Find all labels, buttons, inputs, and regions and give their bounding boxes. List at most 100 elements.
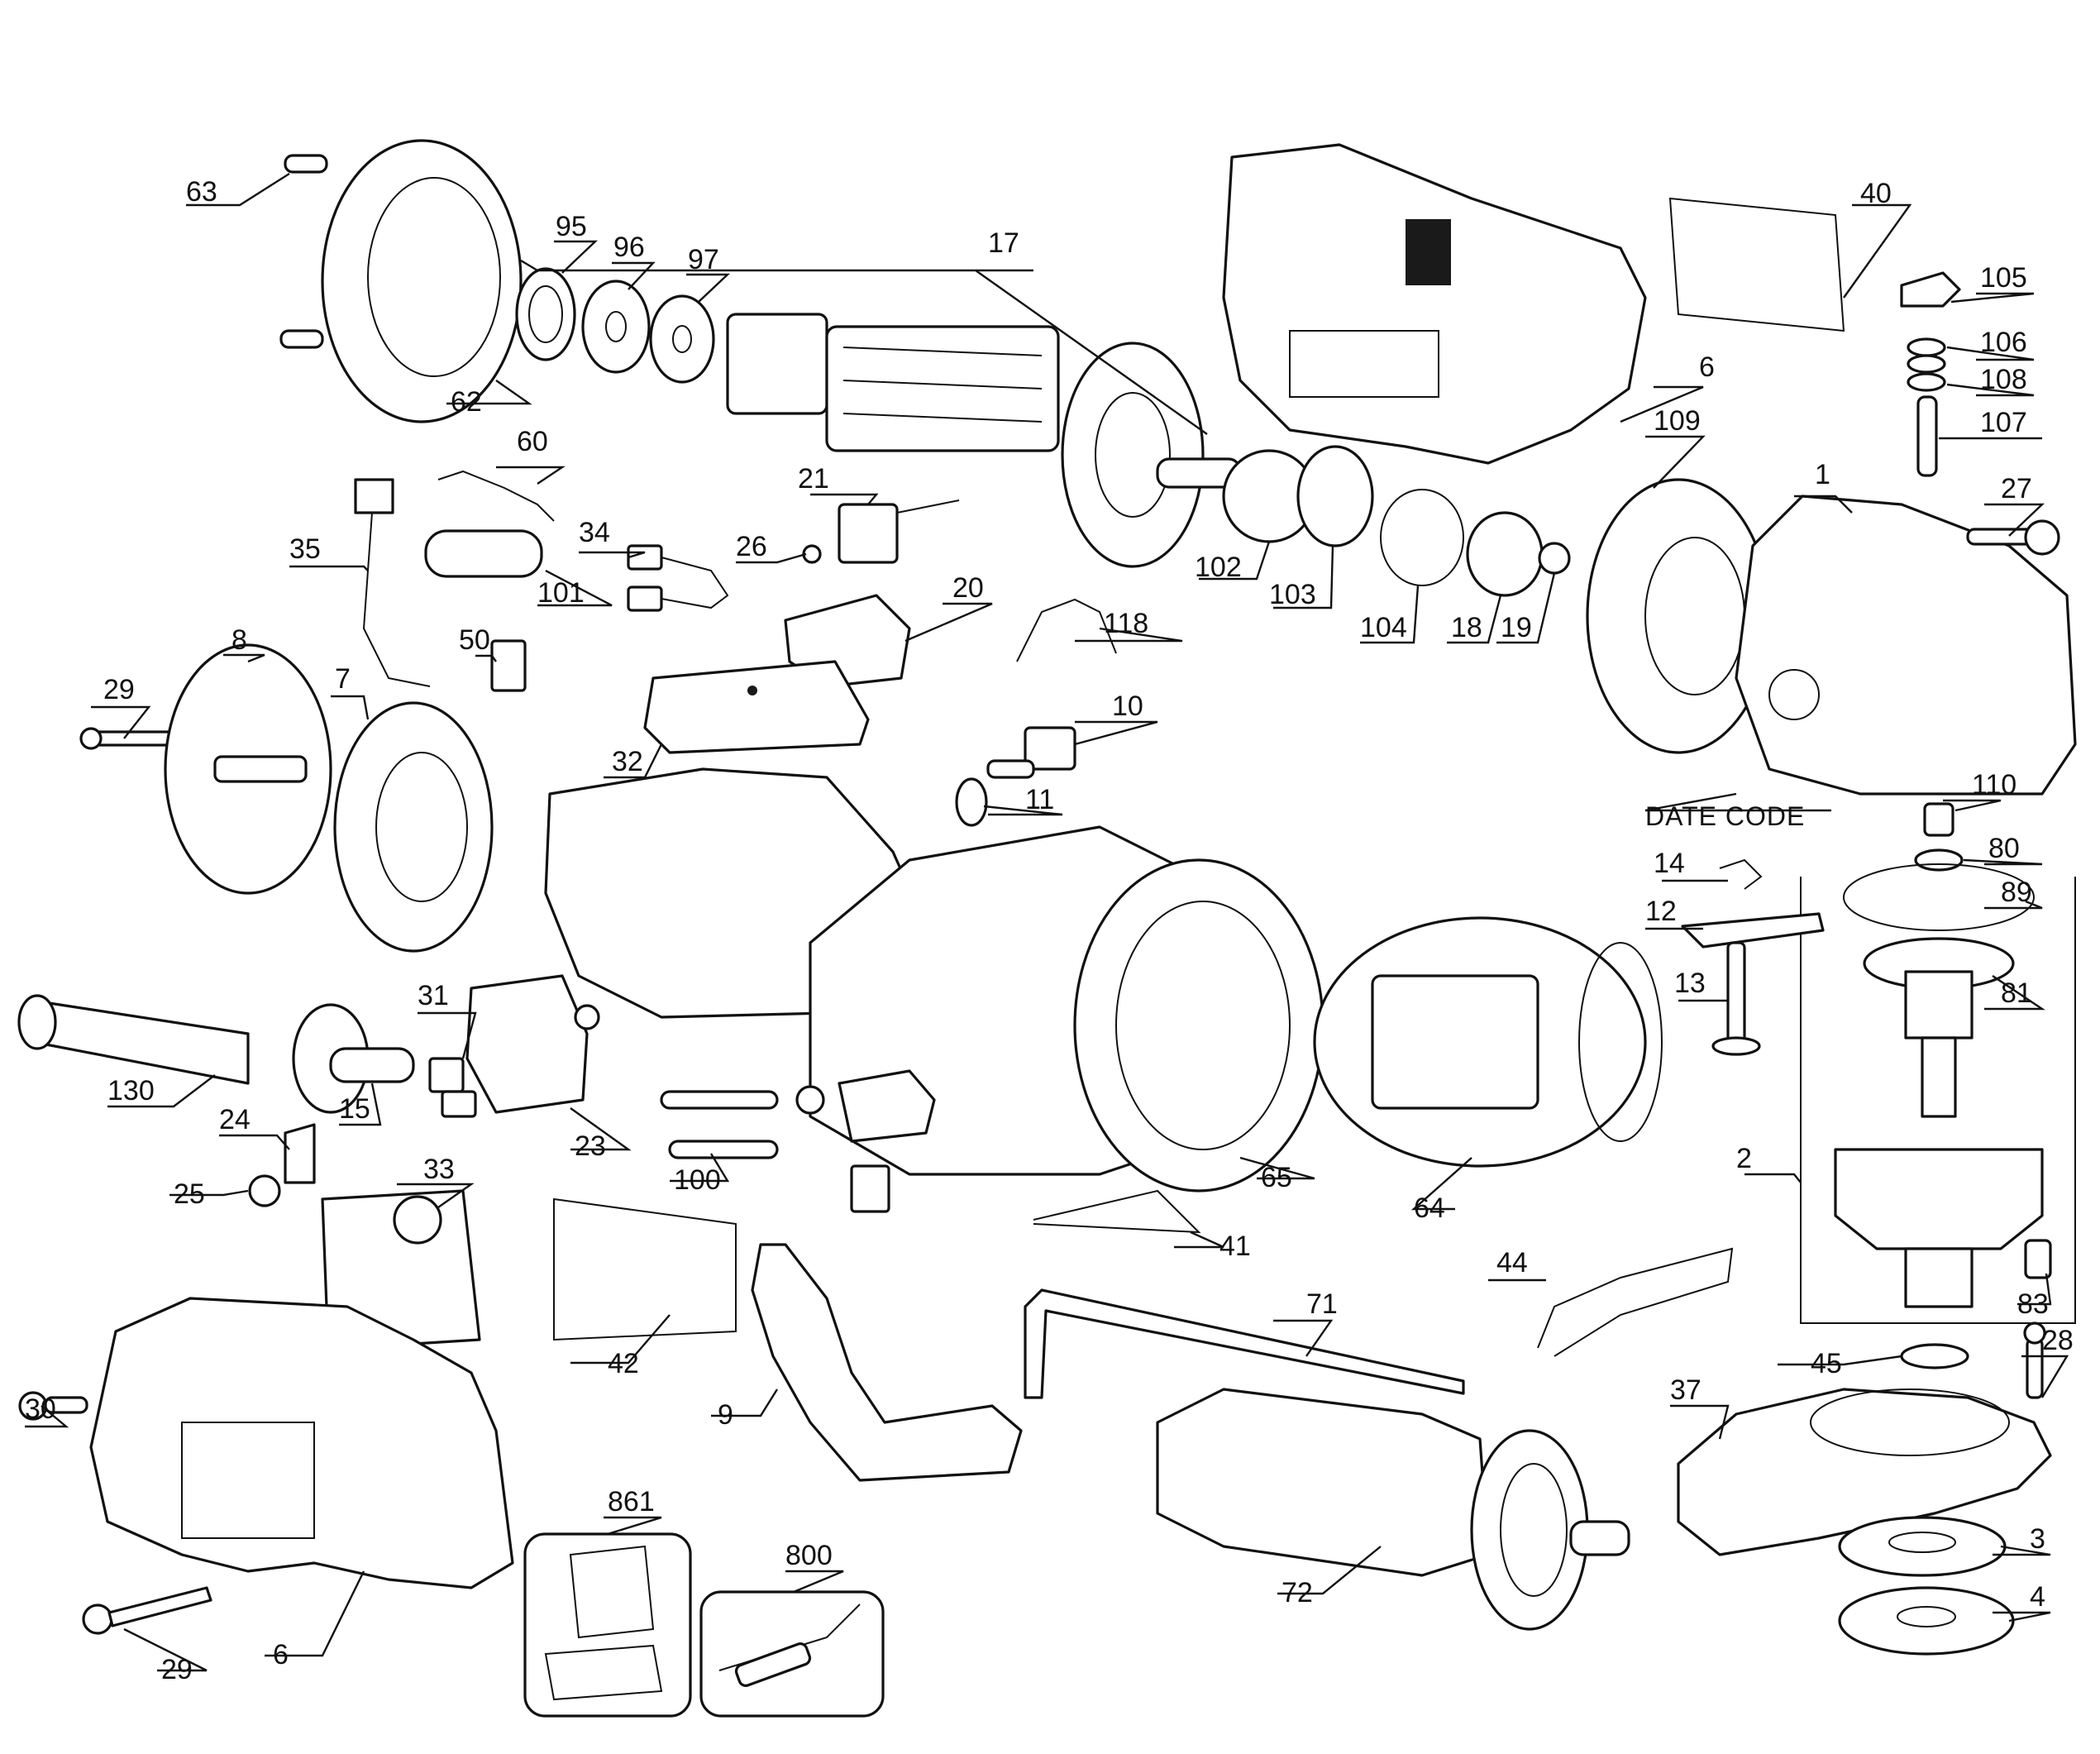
callout-110: 110 [1972,769,2016,801]
part-1-gear-case [1735,495,2077,796]
part-102-103-104-18-19-rings [1222,445,1571,597]
callout-32: 32 [612,746,643,777]
part-9-paddle-switch [751,1243,1023,1482]
callout-130: 130 [107,1075,155,1106]
callout-9: 9 [718,1399,733,1431]
callout-6-top: 6 [1699,351,1715,383]
callout-2: 2 [1736,1143,1752,1174]
callout-6-bottom: 6 [273,1639,289,1670]
callout-106: 106 [1980,327,2027,358]
part-71-hex-key [1024,1288,1465,1399]
part-64-field-stator [1313,916,1663,1168]
callout-72: 72 [1281,1577,1313,1608]
callout-60: 60 [517,426,548,457]
callout-29-top: 29 [103,674,135,705]
callout-100: 100 [674,1164,721,1196]
callout-25: 25 [174,1178,205,1210]
part-95-96-97-bearing [515,267,715,384]
part-800-kit [699,1590,885,1718]
callout-65: 65 [1261,1162,1292,1193]
callout-71: 71 [1306,1288,1338,1320]
callout-30: 30 [25,1393,56,1425]
callout-35: 35 [289,533,321,565]
callout-109: 109 [1654,405,1701,437]
callout-17: 17 [988,227,1019,259]
part-100-tubes [660,1090,779,1159]
callout-18: 18 [1451,612,1482,643]
part-101-sleeve [424,529,543,578]
callout-12: 12 [1645,896,1677,927]
callout-96: 96 [613,232,645,263]
callout-40: 40 [1860,178,1892,209]
part-12-13-14-lever [1681,858,1825,1056]
callout-27: 27 [2001,473,2032,504]
callout-21: 21 [798,463,829,495]
callout-34: 34 [579,517,610,548]
part-32-module [643,660,870,754]
callout-118: 118 [1104,608,1148,639]
part-20-21-26-brush-assembly [784,499,960,688]
part-41-label [1033,1189,1201,1234]
part-35-60-wires [354,470,555,687]
callout-10: 10 [1112,691,1143,722]
part-6-bottom-housing [89,1297,514,1589]
callout-50: 50 [459,624,490,656]
part-34-connectors [627,544,729,612]
callout-13: 13 [1674,968,1706,999]
callout-41: 41 [1219,1231,1251,1262]
callout-1: 1 [1815,459,1830,490]
leader-lines [25,172,2069,1672]
callout-861: 861 [608,1486,655,1517]
part-8-29-end-cap [79,643,332,895]
callout-80: 80 [1988,833,2020,864]
callout-14: 14 [1654,848,1685,879]
callout-3: 3 [2030,1523,2045,1555]
part-24-25-clamp [248,1123,316,1207]
callout-95: 95 [556,211,587,242]
part-17-armature [726,313,1242,568]
callout-101: 101 [537,577,585,609]
callout-81: 81 [2001,977,2032,1009]
part-44-label [1537,1247,1734,1357]
callout-103: 103 [1269,579,1316,610]
part-50-block [490,639,527,692]
callout-42: 42 [608,1348,639,1379]
callout-104: 104 [1360,612,1407,643]
callout-15: 15 [339,1093,370,1125]
callout-83: 83 [2017,1288,2049,1320]
part-29-30-screws-bottom [18,1391,212,1635]
callout-23: 23 [575,1130,606,1162]
callout-8: 8 [231,624,247,656]
part-63-pins [279,154,328,349]
callout-102: 102 [1195,552,1242,583]
part-2-spindle-assembly [1800,802,2076,1324]
callout-64: 64 [1414,1192,1445,1224]
callout-7: 7 [335,663,351,695]
callout-800: 800 [785,1540,833,1571]
callout-labels: 63 95 96 97 17 62 60 35 34 101 21 26 20 … [25,176,2074,1685]
date-code-label: DATE CODE [1645,801,1805,831]
part-109-fan [1586,478,1771,754]
part-28-screw [2023,1321,2046,1399]
part-27-screw [1966,519,2060,556]
callout-24: 24 [219,1104,251,1135]
callout-29-bottom: 29 [161,1654,193,1685]
part-105-108-lock-pin [1900,271,1961,477]
part-40-label [1668,197,1845,332]
part-45-washer [1900,1343,1969,1369]
callout-31: 31 [418,980,449,1011]
callout-62: 62 [451,386,482,418]
part-65-motor-housing [544,767,1324,1192]
callout-19: 19 [1501,612,1532,643]
part-3-4-flanges [1838,1516,2015,1656]
callout-105: 105 [1980,262,2027,294]
callout-89: 89 [2001,877,2032,908]
callout-45: 45 [1811,1348,1842,1379]
callout-37: 37 [1670,1374,1701,1406]
part-23-31-switch [428,974,600,1118]
callout-33: 33 [423,1154,455,1185]
callout-28: 28 [2042,1325,2074,1356]
part-37-wheel-guard [1677,1388,2052,1556]
part-6-top-housing [1222,143,1647,465]
